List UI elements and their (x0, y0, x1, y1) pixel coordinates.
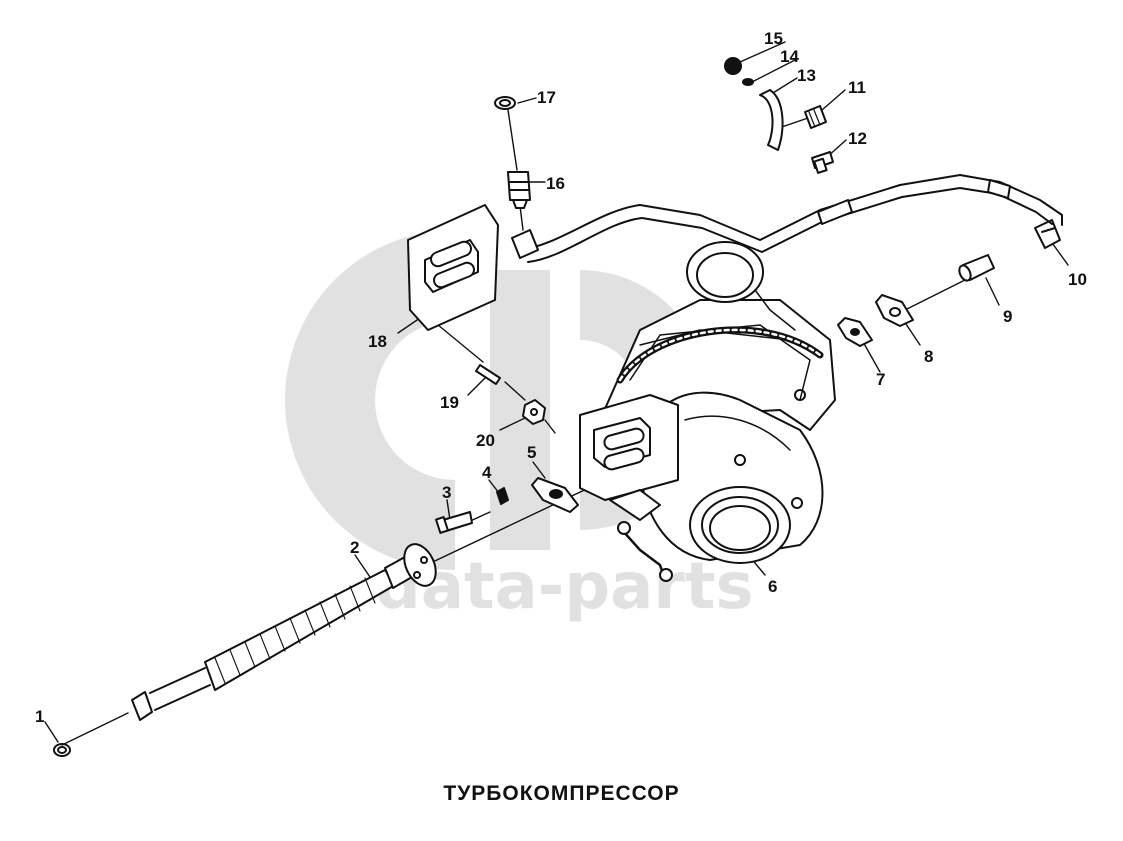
part-1-washer (53, 743, 71, 757)
callout-2: 2 (350, 538, 359, 557)
part-2-oil-drain-tube (131, 543, 437, 721)
callout-20: 20 (476, 431, 495, 450)
callout-4: 4 (482, 463, 492, 482)
callout-1: 1 (35, 707, 44, 726)
part-18-gasket (407, 204, 499, 331)
callout-15: 15 (764, 29, 783, 48)
part-19-stud (475, 364, 501, 385)
callout-9: 9 (1003, 307, 1012, 326)
callout-5: 5 (527, 443, 536, 462)
part-16-union-fitting (507, 171, 531, 209)
callout-10: 10 (1068, 270, 1087, 289)
part-8-flange (875, 294, 914, 327)
oil-feed-pipe (511, 174, 1063, 263)
callout-numbers: 1 2 3 4 5 6 7 8 9 10 11 12 13 14 15 16 1… (35, 29, 1087, 726)
watermark-text: data-parts (375, 550, 754, 624)
callout-3: 3 (442, 483, 451, 502)
part-9-connector (958, 254, 995, 282)
callout-17: 17 (537, 88, 556, 107)
part-5-gasket (531, 477, 579, 513)
part-14-washer (742, 78, 754, 86)
part-4-fitting (496, 487, 509, 505)
callout-11: 11 (848, 78, 866, 97)
callout-13: 13 (797, 66, 816, 85)
part-6-turbocharger (579, 241, 836, 582)
part-17-oring (494, 96, 516, 110)
callout-14: 14 (780, 47, 799, 66)
part-13-hose (759, 89, 784, 151)
part-7-gasket (837, 317, 873, 347)
part-3-bolt (435, 511, 473, 534)
part-11-fitting (804, 105, 827, 129)
part-20-nut (522, 399, 546, 425)
callout-12: 12 (848, 129, 867, 148)
callout-7: 7 (876, 370, 885, 389)
leader-lines (44, 41, 1069, 746)
callout-18: 18 (368, 332, 387, 351)
callout-6: 6 (768, 577, 777, 596)
callout-8: 8 (924, 347, 933, 366)
part-12-bolt (811, 151, 834, 174)
diagram-title: ТУРБОКОМПРЕССОР (443, 782, 680, 805)
part-15-nut (724, 57, 742, 75)
callout-19: 19 (440, 393, 459, 412)
part-10-fitting (1034, 219, 1061, 249)
callout-16: 16 (546, 174, 565, 193)
